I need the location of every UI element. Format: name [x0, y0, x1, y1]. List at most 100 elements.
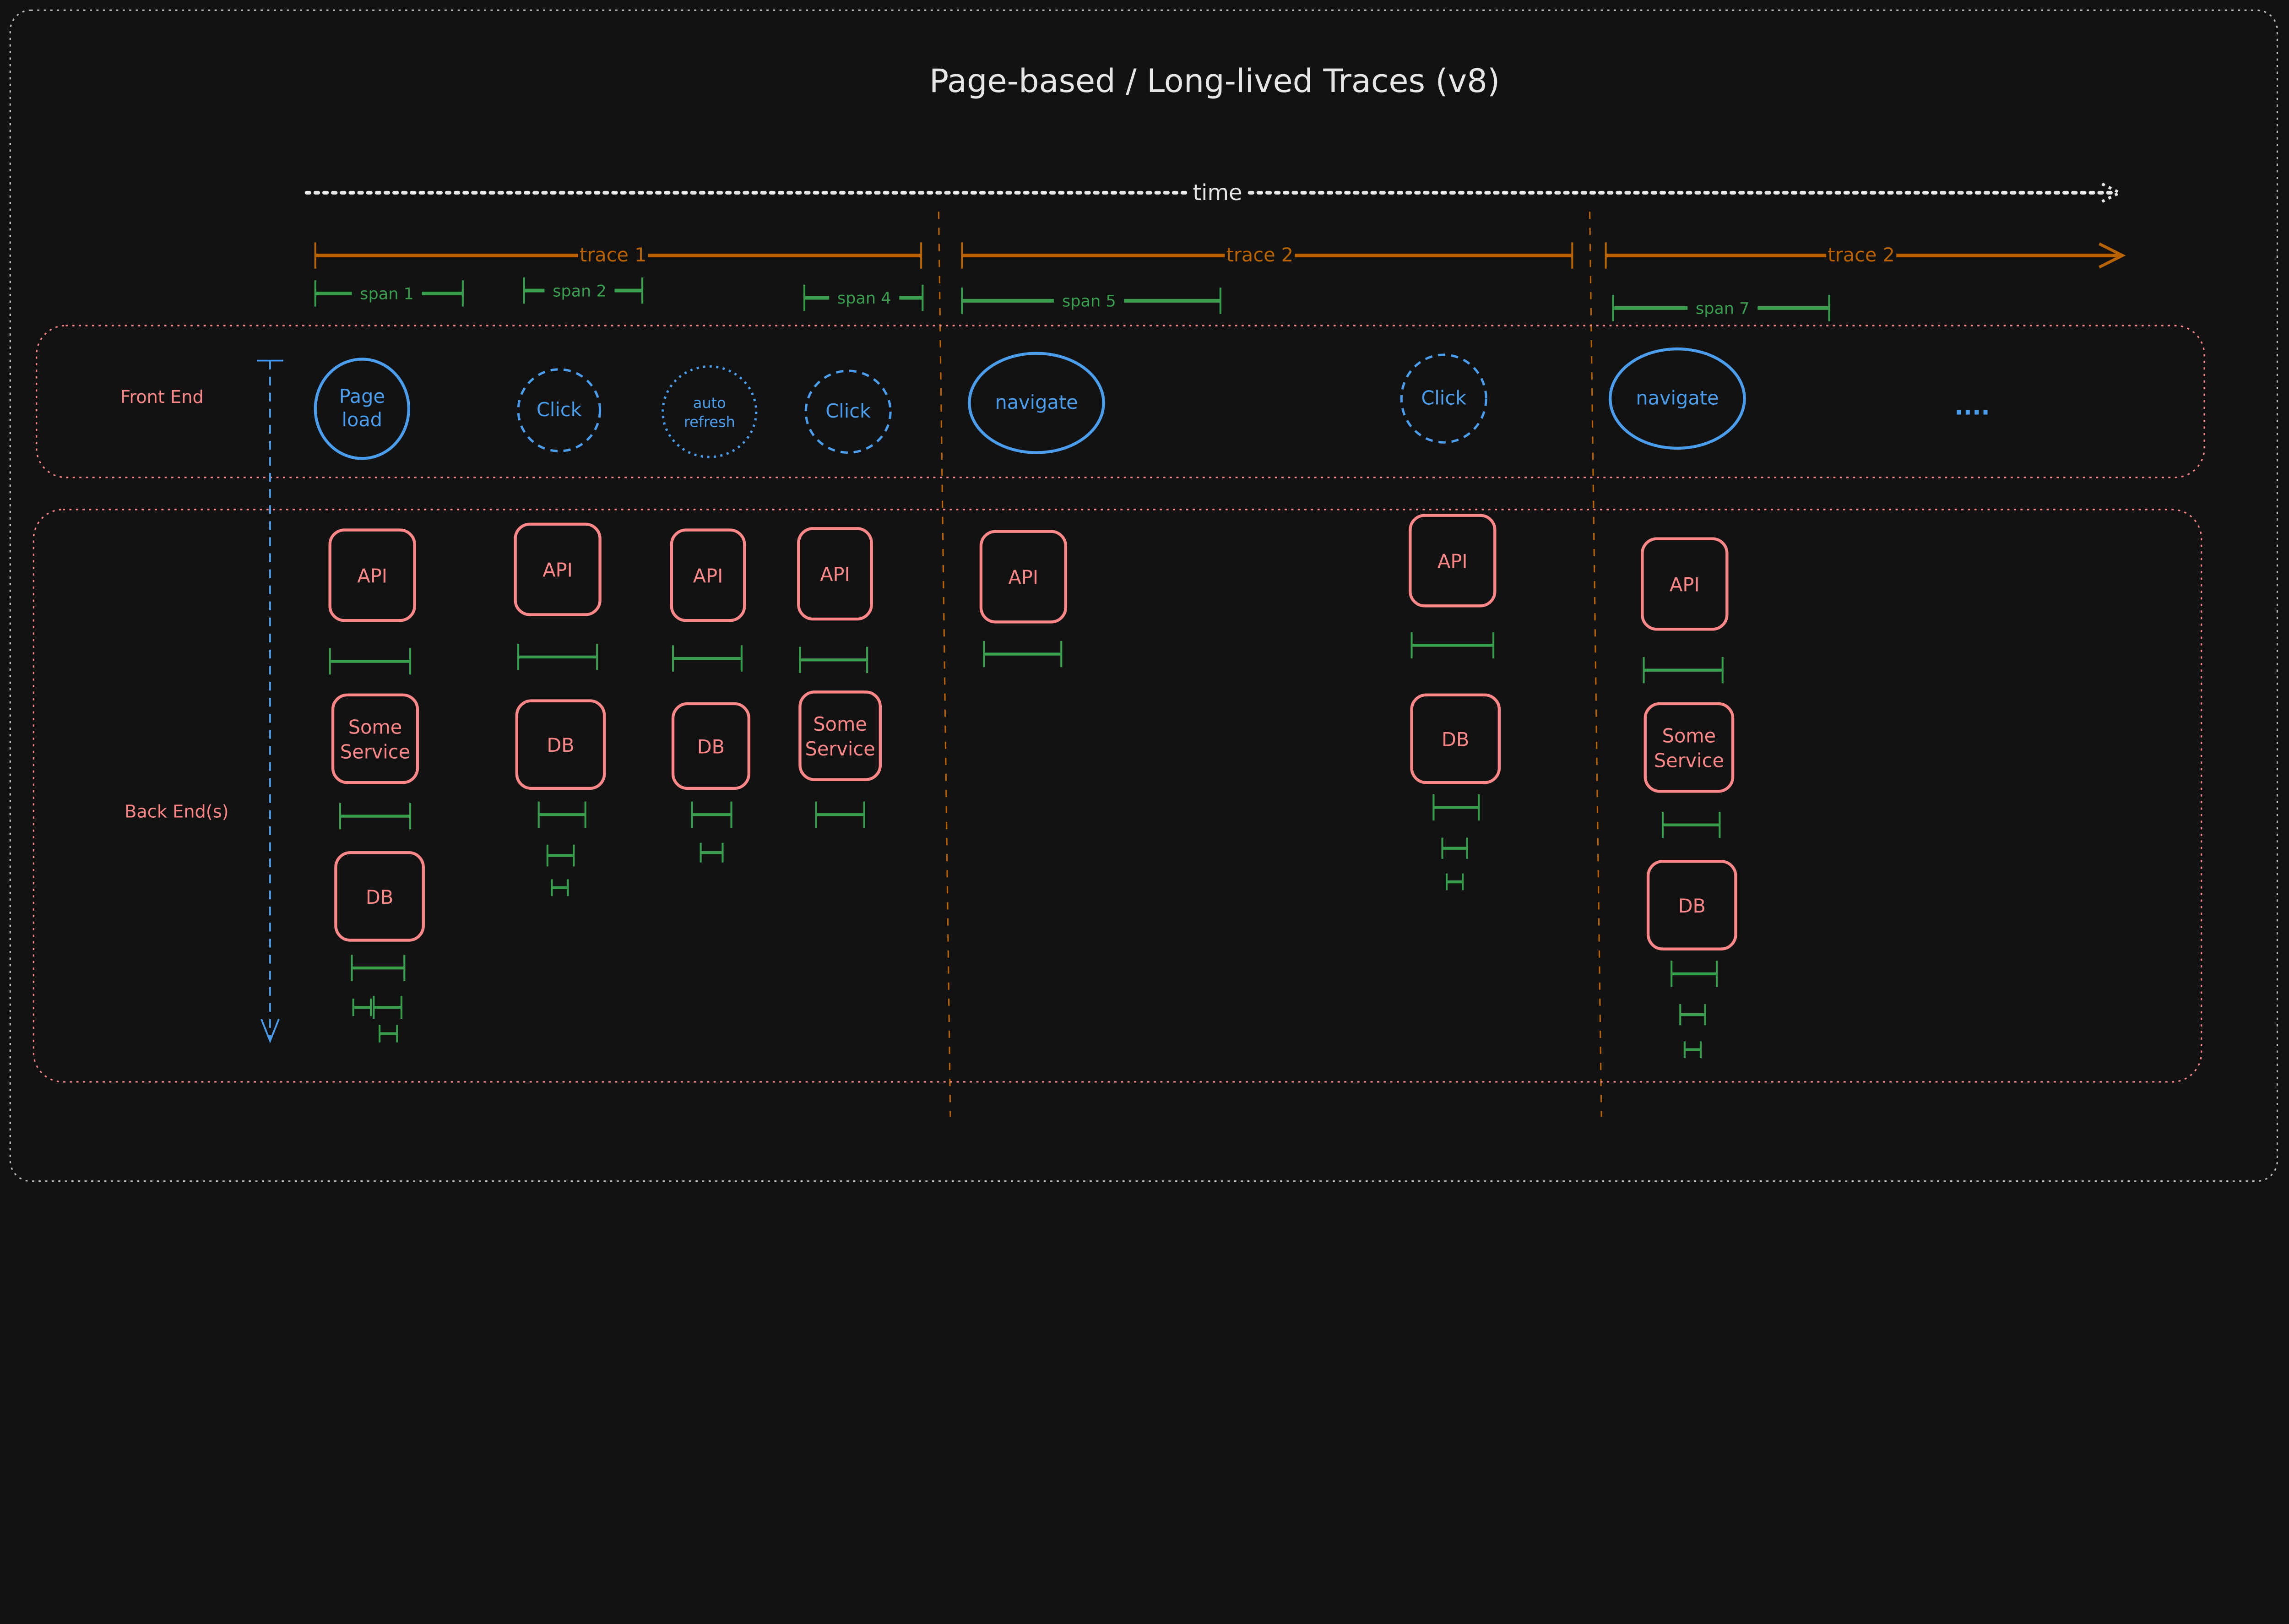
- call-span-bar: [799, 646, 868, 673]
- event-label: navigate: [1636, 387, 1719, 409]
- call-span-bar: [352, 999, 372, 1016]
- event-circle: [662, 365, 758, 458]
- service-label: API: [693, 565, 723, 587]
- call-span-bar: [983, 641, 1063, 668]
- call-span-bar: [1410, 632, 1495, 659]
- service-label: API: [820, 564, 850, 586]
- back-end-column: API DB: [670, 528, 751, 863]
- service-box-api: API: [1641, 537, 1729, 631]
- span-bar: span 2: [523, 277, 644, 304]
- call-span-bar: [351, 955, 406, 981]
- service-box-api: API: [514, 522, 602, 616]
- call-span-bar: [546, 844, 575, 867]
- span-bar-label: span 2: [553, 282, 607, 300]
- spans: span 1 span 2 span 4 span 5 span 7: [314, 277, 1830, 321]
- call-span-bar: [379, 1025, 398, 1043]
- event-label: auto: [693, 394, 726, 412]
- call-span-bar: [1446, 873, 1464, 891]
- service-label: Some: [348, 716, 402, 738]
- back-end-column: API DB: [514, 522, 606, 896]
- event-label: Click: [825, 400, 871, 422]
- trace-divider: [938, 212, 951, 1117]
- service-label: DB: [1442, 728, 1469, 750]
- span-bar: span 7: [1612, 295, 1830, 321]
- trace-divider: [1589, 212, 1602, 1117]
- service-box-db: DB: [334, 851, 425, 942]
- service-box-api: API: [979, 530, 1067, 624]
- trace-bar-label: trace 2: [1226, 244, 1294, 266]
- service-label: API: [542, 559, 573, 581]
- service-label: Service: [340, 741, 410, 763]
- trace-bar-label: trace 1: [580, 244, 647, 266]
- service-label: Some: [813, 713, 867, 735]
- call-span-bar: [551, 879, 569, 896]
- event-circle: [968, 352, 1105, 454]
- front-end-event: navigate: [1609, 347, 1746, 450]
- trace-bar-label: trace 2: [1828, 244, 1894, 266]
- service-box-db: DB: [1410, 693, 1501, 784]
- service-box-db: DB: [515, 699, 606, 790]
- trace-bar: trace 2: [1605, 242, 2126, 269]
- call-span-bar: [1432, 794, 1480, 821]
- service-box-api: API: [1409, 514, 1497, 608]
- call-span-bar: [1643, 657, 1724, 684]
- event-circle: [517, 368, 602, 452]
- service-label: Some: [1662, 725, 1716, 747]
- event-circle: [314, 358, 411, 460]
- span-bar: span 4: [803, 284, 924, 311]
- call-span-bar: [339, 803, 412, 830]
- call-depth-arrow: [257, 359, 283, 1043]
- service-label: Service: [1654, 750, 1724, 772]
- call-span-bar: [1671, 961, 1718, 987]
- event-label: refresh: [684, 413, 735, 431]
- back-end-services: APISomeServiceDBAPIDBAPIDBAPISomeService…: [328, 514, 1737, 1059]
- front-end-event: Click: [1400, 353, 1487, 444]
- call-span-bar: [373, 996, 402, 1019]
- service-label: DB: [1678, 895, 1706, 917]
- back-end-column: API DB: [1409, 514, 1501, 891]
- service-label: DB: [547, 734, 574, 756]
- service-label: API: [1670, 574, 1700, 596]
- call-span-bar: [1679, 1004, 1706, 1026]
- span-bar-label: span 5: [1062, 292, 1116, 311]
- span-bar: span 5: [961, 288, 1221, 314]
- traces: trace 1 trace 2 trace 2: [314, 242, 2126, 269]
- back-end-lane: [33, 509, 2202, 1083]
- service-box-api: API: [328, 528, 416, 622]
- arrow-down-icon: [260, 1019, 280, 1043]
- call-span-bar: [1441, 837, 1468, 859]
- call-span-bar: [672, 645, 743, 672]
- service-label: DB: [697, 736, 725, 758]
- event-label: Page: [339, 386, 385, 407]
- service-box-api: API: [670, 528, 746, 622]
- span-bar-label: span 7: [1696, 299, 1750, 318]
- service-label: Service: [805, 738, 875, 760]
- span-bar-label: span 4: [837, 289, 891, 308]
- event-circle: [1400, 353, 1487, 444]
- span-bar: span 1: [314, 280, 464, 307]
- front-end-event: Click: [517, 368, 602, 452]
- outer-frame: [9, 9, 2278, 1182]
- call-span-bar: [691, 801, 732, 828]
- event-label: Click: [537, 399, 582, 421]
- service-box-db: DB: [1646, 860, 1737, 951]
- call-span-bar: [537, 801, 586, 828]
- call-span-bar: [700, 842, 724, 863]
- arrow-right-icon: [2099, 242, 2126, 269]
- back-end-column: API: [979, 530, 1067, 668]
- service-label: API: [357, 565, 387, 587]
- event-circle: [804, 369, 892, 454]
- more-events-ellipsis: ....: [1954, 394, 1990, 421]
- front-end-event: ....: [1954, 394, 1990, 421]
- service-box-db: DB: [671, 702, 751, 790]
- call-span-bar: [517, 644, 598, 670]
- event-label: load: [342, 409, 383, 431]
- trace-diagram: Page-based / Long-lived Traces (v8) time…: [9, 9, 2278, 1182]
